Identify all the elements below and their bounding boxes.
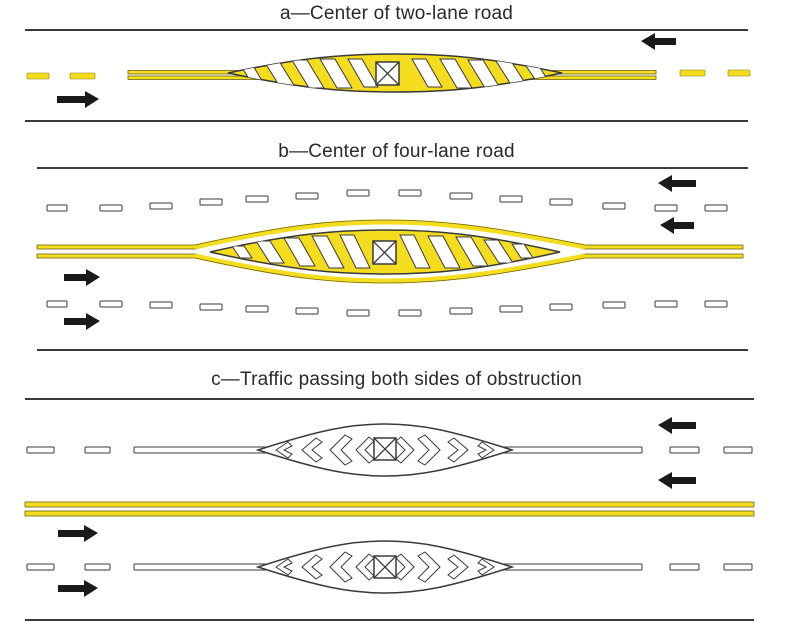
arrow-right-icon (64, 269, 100, 286)
hatched-island-a (227, 53, 563, 93)
chevron-island-upper (255, 423, 515, 477)
yellow-broken-center-line (26, 69, 751, 80)
arrow-right-icon (64, 313, 100, 330)
double-yellow-center-line (24, 501, 755, 517)
arrow-right-icon (58, 580, 98, 597)
lane-line-lower (46, 300, 728, 317)
lane-line-upper (46, 189, 728, 212)
double-yellow-center-line (36, 244, 744, 259)
arrow-left-icon (641, 33, 676, 50)
panel-b (36, 167, 748, 351)
arrow-left-icon (658, 175, 696, 192)
caption-panel-b: b—Center of four-lane road (278, 141, 515, 162)
arrow-left-icon (658, 417, 696, 434)
caption-panel-a: a—Center of two-lane road (279, 3, 514, 24)
arrow-right-icon (58, 525, 98, 542)
arrow-left-icon (660, 217, 694, 234)
panel-a (25, 29, 751, 122)
chevron-island-lower (255, 540, 515, 594)
arrow-left-icon (658, 472, 696, 489)
caption-panel-c: c—Traffic passing both sides of obstruct… (211, 369, 582, 390)
arrow-right-icon (57, 91, 99, 108)
panel-c (24, 398, 755, 621)
island-outline-b (194, 219, 586, 284)
hatched-island-b (209, 229, 561, 275)
